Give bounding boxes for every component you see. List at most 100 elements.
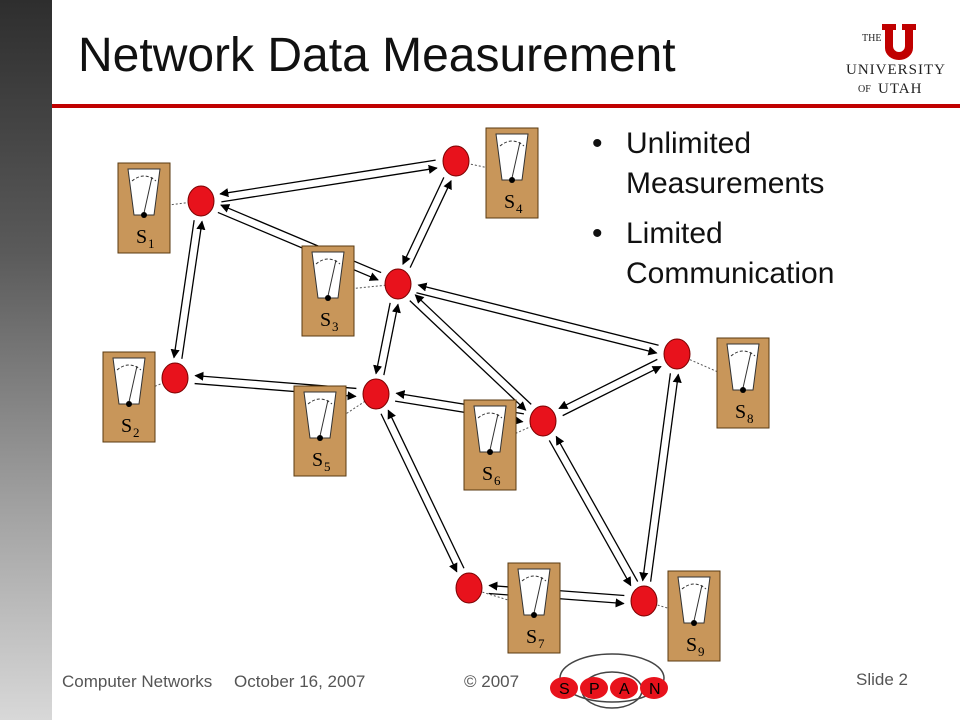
gauge-dial-icon <box>473 405 507 453</box>
span-letter-badge <box>550 677 578 699</box>
link-arrow <box>416 292 658 356</box>
sensor-subscript: 1 <box>148 236 155 251</box>
gauge-needle <box>489 413 499 451</box>
link-arrow <box>220 204 382 274</box>
gauge-dial-icon <box>112 357 146 405</box>
span-letter: S <box>559 681 570 698</box>
sensor-subscript: 9 <box>698 644 705 659</box>
link-arrow <box>639 373 672 582</box>
span-letter: A <box>619 681 630 698</box>
sensor-label: S <box>686 634 697 656</box>
sensor-label: S <box>735 401 746 423</box>
gauge-pivot <box>487 449 493 455</box>
bullet-text-line: Unlimited <box>626 127 752 160</box>
logo-the: THE <box>862 33 882 44</box>
page-title: Network Data Measurement <box>78 29 676 82</box>
link-arrow <box>562 365 662 417</box>
sensor-subscript: 2 <box>133 425 140 440</box>
title-divider <box>52 104 960 108</box>
bullet-item: • Unlimited Measurements <box>588 124 948 204</box>
link-arrow <box>548 440 632 587</box>
footer-copyright: © 2007 <box>464 672 520 691</box>
gauge-pivot <box>317 435 323 441</box>
span-letter: P <box>589 681 600 698</box>
sensor-connector <box>319 393 377 432</box>
link-arrow <box>402 177 445 266</box>
gauge-pivot <box>691 620 697 626</box>
sensor-label: S <box>504 191 515 213</box>
gauge-pivot <box>509 177 515 183</box>
span-letter-badge <box>610 677 638 699</box>
sensor-subscript: 8 <box>747 411 754 426</box>
sidebar-gradient <box>0 0 52 720</box>
sensor-label: S <box>320 309 331 331</box>
gauge-pivot <box>325 295 331 301</box>
link-arrow <box>219 159 436 198</box>
span-letter: N <box>649 681 661 698</box>
sensor-subscript: 6 <box>494 473 501 488</box>
router-node <box>187 185 215 217</box>
link-arrow <box>409 300 527 411</box>
gauge-dial-icon <box>517 568 551 616</box>
sensor-label: S <box>482 463 493 485</box>
gauge-scale <box>131 175 157 182</box>
network-nodes <box>161 145 691 617</box>
bullet-text-line: Measurements <box>626 167 825 200</box>
bullet-text-line: Communication <box>626 257 835 290</box>
gauge-dial-icon <box>311 251 345 299</box>
gauge-needle <box>143 176 153 214</box>
router-node <box>630 585 658 617</box>
router-node <box>362 378 390 410</box>
sensor-subscript: 3 <box>332 319 339 334</box>
bullet-item: • Limited Communication <box>588 214 948 294</box>
link-arrow <box>170 220 195 359</box>
bullet-text-line: Limited <box>626 217 723 250</box>
gauge-scale <box>307 398 333 405</box>
bullet-list: • Unlimited Measurements • Limited Commu… <box>588 124 948 304</box>
university-of-utah-logo: THE UNIVERSITY OF UTAH <box>838 22 954 102</box>
gauge-scale <box>499 140 525 147</box>
link-arrow <box>417 282 659 346</box>
block-u-icon <box>882 24 916 60</box>
sensor-subscript: 5 <box>324 459 331 474</box>
gauge-pivot <box>740 387 746 393</box>
gauge-dial-icon <box>495 133 529 181</box>
gauge-pivot <box>126 401 132 407</box>
slide-number: Slide 2 <box>856 670 908 689</box>
logo-utah: UTAH <box>878 81 923 97</box>
span-letter-badge <box>580 677 608 699</box>
gauge-needle <box>319 399 329 437</box>
router-node <box>663 338 691 370</box>
gauge-needle <box>511 141 521 179</box>
gauge-dial-icon <box>127 168 161 216</box>
router-node <box>161 362 189 394</box>
sensor-label: S <box>121 415 132 437</box>
gauge-scale <box>116 364 142 371</box>
link-arrow <box>649 373 682 582</box>
sensor-connectors <box>128 160 744 617</box>
footer-date: October 16, 2007 <box>234 672 366 691</box>
bullet-marker: • <box>592 127 603 160</box>
gauge-needle <box>327 259 337 297</box>
gauge-pivot <box>141 212 147 218</box>
router-node <box>442 145 470 177</box>
sensor-subscript: 4 <box>516 201 523 216</box>
link-arrow <box>414 294 532 405</box>
sensor-label: S <box>526 626 537 648</box>
link-arrow <box>409 179 452 268</box>
sensor-label: S <box>136 226 147 248</box>
network-links <box>170 159 682 608</box>
router-node <box>529 405 557 437</box>
gauge-dial-icon <box>677 576 711 624</box>
router-node <box>384 268 412 300</box>
